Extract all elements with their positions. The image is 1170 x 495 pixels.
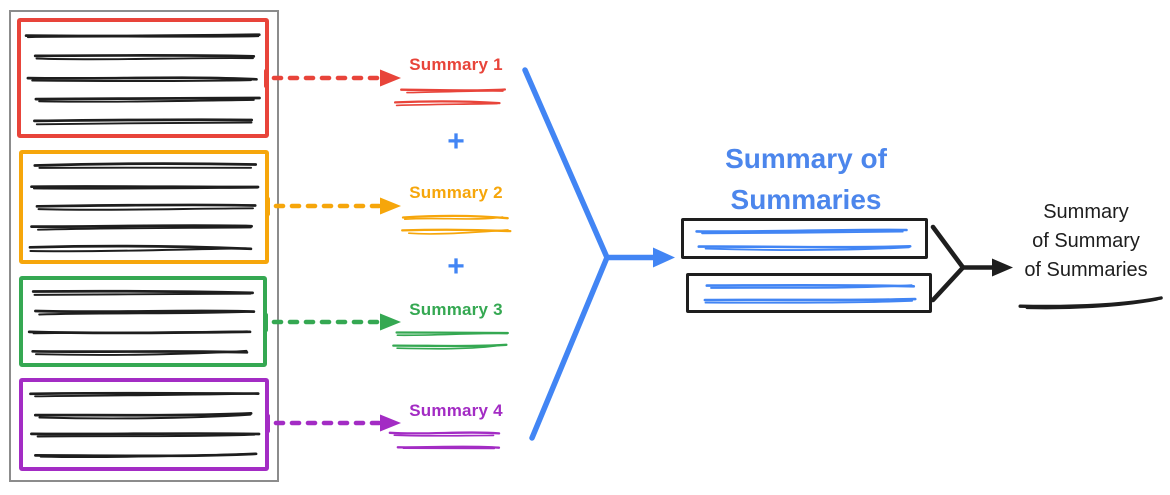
dashed-arrow-doc3-to-summary3 — [264, 313, 401, 332]
summary-of-summaries-box-2 — [686, 273, 932, 313]
summary-4-scribble — [388, 431, 501, 450]
document-3-text-scribble — [27, 289, 256, 356]
summary-4-label: Summary 4 — [409, 401, 503, 420]
summary-3-label: Summary 3 — [409, 300, 503, 319]
summary-of-summaries-title-line2: Summaries — [730, 184, 882, 215]
final-summary-label-line3: of Summaries — [1024, 259, 1148, 281]
final-summary-scribble — [1018, 296, 1163, 310]
summary-of-summaries-box-1 — [681, 218, 928, 259]
document-box-4 — [19, 378, 269, 471]
document-box-3 — [19, 276, 267, 367]
dashed-arrow-doc2-to-summary2 — [266, 197, 401, 216]
dashed-arrow-doc1-to-summary1 — [264, 69, 401, 88]
summary-2-scribble — [401, 214, 512, 235]
document-box-2 — [19, 150, 269, 264]
final-summary-label: Summary of Summary of Summaries — [1004, 198, 1168, 285]
summary-1-scribble — [393, 88, 507, 107]
document-4-text-scribble — [29, 391, 261, 458]
sos-box-1-scribble — [695, 228, 912, 251]
summary-of-summaries-title-line1: Summary of — [725, 143, 887, 174]
summary-2-label: Summary 2 — [409, 183, 503, 202]
summary-of-summaries-title: Summary of Summaries — [682, 138, 930, 220]
summary-1-label: Summary 1 — [409, 55, 503, 74]
summary-3-scribble — [392, 331, 509, 350]
final-summary-label-line1: Summary — [1043, 201, 1129, 223]
document-2-text-scribble — [28, 162, 260, 253]
document-box-1 — [17, 18, 269, 138]
plus-icon-1: + — [447, 125, 465, 158]
document-1-text-scribble — [24, 33, 261, 126]
dashed-arrow-doc4-to-summary4 — [266, 414, 401, 433]
merge-arrow-summaries-to-sos — [522, 67, 675, 441]
final-summary-label-line2: of Summary — [1032, 230, 1140, 252]
plus-icon-2: + — [447, 250, 465, 283]
merge-arrow-sos-to-final — [930, 224, 1013, 303]
sos-box-2-scribble — [703, 283, 917, 304]
